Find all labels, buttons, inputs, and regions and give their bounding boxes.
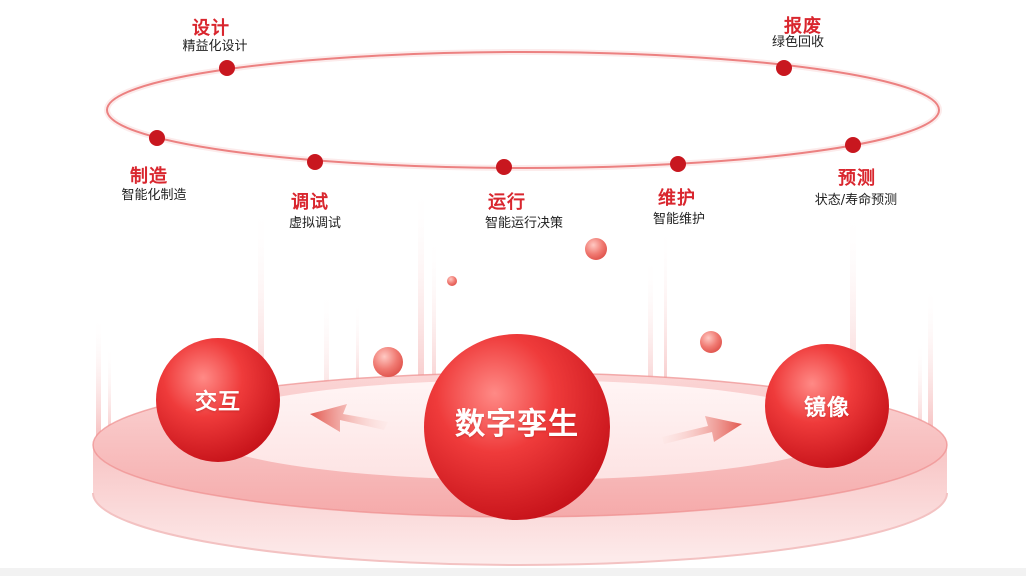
decor-sphere <box>585 238 607 260</box>
orbit-nodes <box>149 60 861 175</box>
stage-desc-maintain: 智能维护 <box>652 212 706 227</box>
stage-title-predict: 预测 <box>838 168 876 189</box>
arrow-right-icon <box>662 416 742 444</box>
bottom-edge-strip <box>0 568 1026 576</box>
lifecycle-orbit <box>106 51 940 169</box>
disc-side <box>93 445 947 565</box>
stage-title-scrap: 报废 <box>784 16 822 37</box>
digital-twin-label: 数字孪生 <box>455 407 579 442</box>
stage-desc-debug: 虚拟调试 <box>288 216 342 231</box>
interaction-sphere <box>156 338 280 462</box>
stage-title-debug: 调试 <box>291 192 329 213</box>
stage-desc-manufacture: 智能化制造 <box>121 188 187 203</box>
stage-title-manufacture: 制造 <box>130 166 168 187</box>
light-pillar <box>918 340 922 460</box>
mirror-label: 镜像 <box>803 396 851 421</box>
stage-title-maintain: 维护 <box>658 188 696 209</box>
light-pillar <box>648 255 653 435</box>
decor-spheres <box>373 238 722 377</box>
light-pillar <box>850 210 856 450</box>
light-pillar <box>324 290 329 460</box>
stage-desc-operate: 智能运行决策 <box>484 216 564 231</box>
stage-title-design: 设计 <box>192 18 230 39</box>
light-pillars <box>96 185 933 460</box>
lifecycle-orbit-glow <box>104 49 942 171</box>
orbit-node-debug <box>307 154 323 170</box>
stage-title-operate: 运行 <box>488 192 526 213</box>
orbit-node-design <box>219 60 235 76</box>
decor-sphere <box>373 347 403 377</box>
mirror-sphere <box>765 344 889 468</box>
decor-sphere <box>447 276 457 286</box>
stage-desc-predict: 状态/寿命预测 <box>814 193 898 208</box>
light-pillar <box>258 205 264 455</box>
digital-twin-sphere <box>424 334 610 520</box>
decor-sphere <box>700 331 722 353</box>
arrow-left-icon <box>310 404 388 432</box>
stage-desc-design: 精益化设计 <box>182 39 248 54</box>
disc-bottom-edge <box>92 492 948 566</box>
orbit-node-manufacture <box>149 130 165 146</box>
orbit-node-operate <box>496 159 512 175</box>
light-pillar <box>96 315 101 455</box>
arrow-to-mirror <box>662 416 742 444</box>
stage-desc-scrap: 绿色回收 <box>771 35 825 50</box>
light-pillar <box>432 235 436 435</box>
light-pillar <box>664 225 667 425</box>
light-pillar <box>928 285 933 455</box>
light-pillar <box>108 345 111 455</box>
orbit-node-scrap <box>776 60 792 76</box>
orbit-node-predict <box>845 137 861 153</box>
arrow-to-interaction <box>310 404 388 432</box>
light-pillar <box>356 300 359 420</box>
interaction-label: 交互 <box>194 390 242 415</box>
light-pillar <box>418 185 424 435</box>
orbit-node-maintain <box>670 156 686 172</box>
